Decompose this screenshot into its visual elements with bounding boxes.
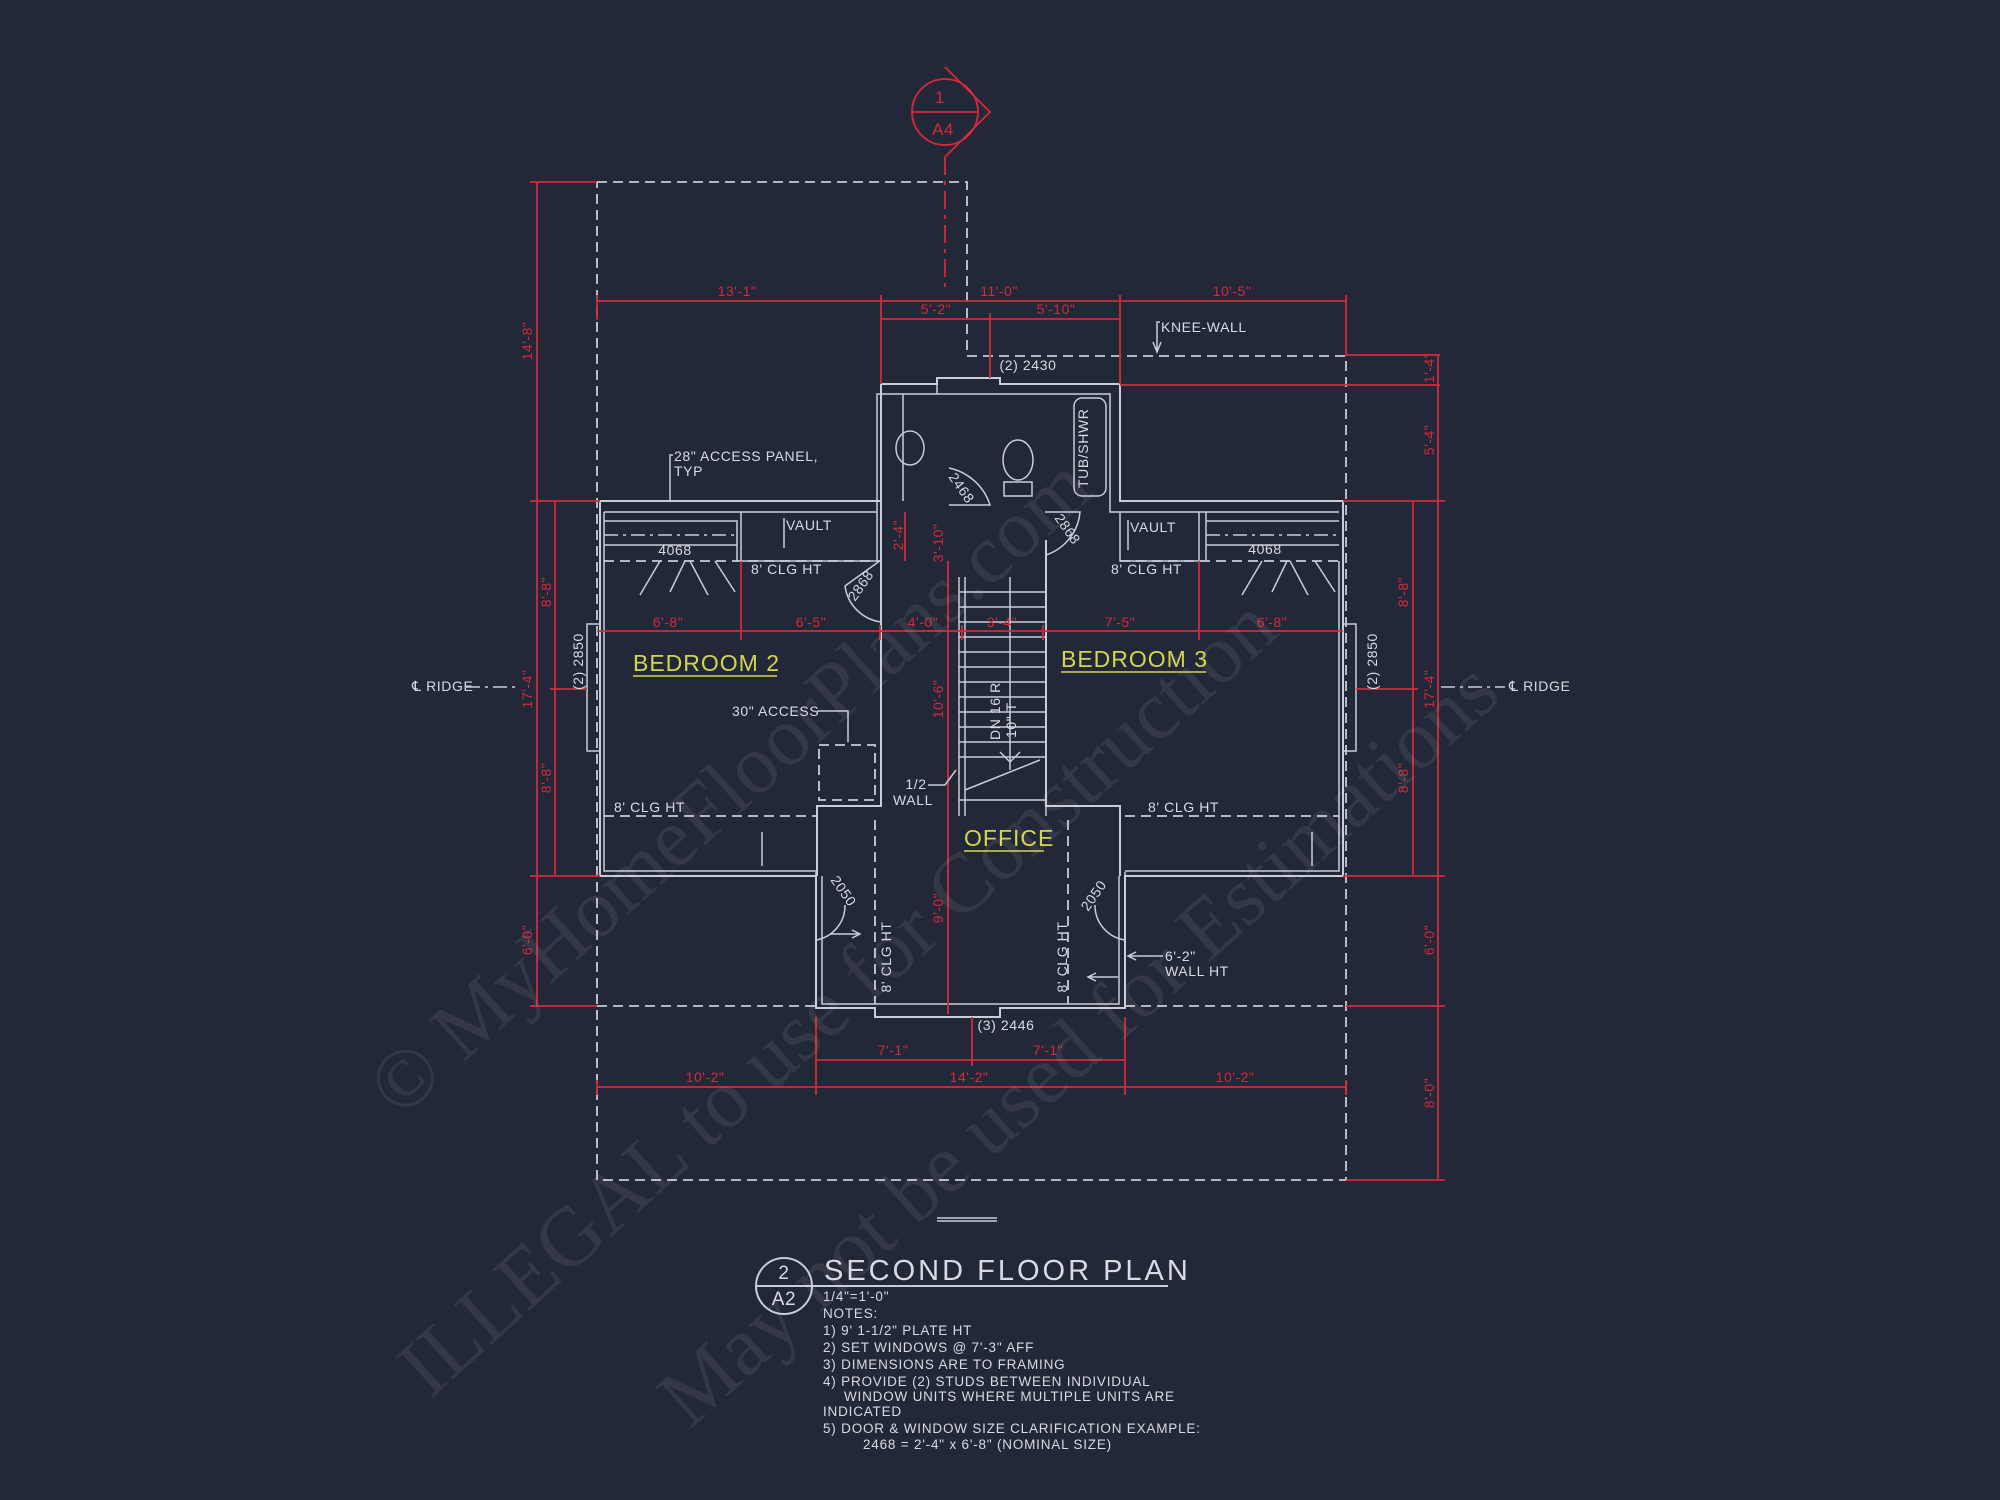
ridge-label-left: ℄ RIDGE — [411, 678, 473, 694]
wall-ht-value: 6'-2" — [1165, 948, 1196, 964]
tub-label: TUB/SHWR — [1075, 409, 1091, 488]
dim-row-1: 6'-8" — [653, 614, 683, 630]
walls: TUB/SHWR DN 16 R 10" T — [586, 377, 1357, 1018]
dim-right-4: 17'-4" — [1421, 670, 1437, 709]
dim-center-2: 3'-10" — [930, 524, 946, 563]
view-sheet: A2 — [772, 1289, 796, 1310]
note-2: 2) SET WINDOWS @ 7'-3" AFF — [823, 1340, 1034, 1355]
closet-door-label-left: 4068 — [658, 542, 692, 558]
dim-top-1: 13'-1" — [718, 283, 757, 299]
dim-right-6: 6'-0" — [1421, 925, 1437, 955]
dim-right-7: 8'-0" — [1421, 1078, 1437, 1108]
note-3: 3) DIMENSIONS ARE TO FRAMING — [823, 1357, 1065, 1372]
stair-label-2: 10" T — [1003, 702, 1019, 738]
dim-top-2: 11'-0" — [980, 283, 1018, 299]
note-5: 5) DOOR & WINDOW SIZE CLARIFICATION EXAM… — [823, 1421, 1201, 1436]
note-4-end: INDICATED — [823, 1404, 902, 1419]
section-marker: 1 A4 — [911, 66, 992, 290]
dim-bottom-3: 10'-2" — [1216, 1069, 1255, 1085]
wall-ht-label: WALL HT — [1165, 963, 1229, 979]
window-right — [1342, 623, 1357, 752]
dim-center-1: 2'-4" — [890, 520, 906, 550]
dim-right-3: 8'-8" — [1395, 577, 1411, 607]
vault-label-right: VAULT — [1130, 519, 1176, 535]
knee-wall-label: KNEE-WALL — [1161, 319, 1247, 335]
clg-ht-office-right: 8' CLG HT — [1054, 921, 1070, 992]
view-number: 2 — [778, 1263, 789, 1284]
dim-bottom-2: 14'-2" — [950, 1069, 989, 1085]
dim-left-3: 17'-4" — [519, 670, 535, 709]
dim-right-2: 5'-4" — [1421, 425, 1437, 455]
vault-label-left: VAULT — [786, 517, 832, 533]
dim-bath-1: 5'-2" — [921, 301, 951, 317]
dim-right-5: 8'-8" — [1395, 763, 1411, 793]
dim-row-4: 3'-4" — [987, 614, 1017, 630]
dimension-lines — [530, 181, 1445, 1181]
half-wall-label-2: WALL — [893, 792, 933, 808]
toilet-icon — [1002, 439, 1034, 481]
dim-center-3: 10'-6" — [930, 680, 946, 719]
office-window-label: (3) 2446 — [978, 1017, 1035, 1033]
dim-center-4: 9'-0" — [930, 893, 946, 923]
dim-right-1: 1'-4" — [1421, 353, 1437, 383]
tub-icon — [1073, 397, 1107, 497]
dim-office-2: 7'-1" — [1033, 1042, 1063, 1058]
annotations: KNEE-WALL (2) 2430 28" ACCESS PANEL, TYP… — [411, 319, 1570, 1033]
attic-access-label: 30" ACCESS — [732, 703, 819, 719]
dim-row-3: 4'-0" — [908, 614, 938, 630]
closet-door-label-right: 4068 — [1248, 541, 1282, 557]
section-sheet: A4 — [932, 120, 954, 139]
clg-ht-bed2-bottom: 8' CLG HT — [614, 799, 685, 815]
access-panel-typ: TYP — [674, 463, 703, 479]
note-5-example: 2468 = 2'-4" x 6'-8" (NOMINAL SIZE) — [863, 1437, 1112, 1452]
clg-ht-office-left: 8' CLG HT — [878, 921, 894, 992]
dim-office-1: 7'-1" — [878, 1042, 908, 1058]
dim-left-4: 8'-8" — [538, 763, 554, 793]
half-wall-label-1: 1/2 — [905, 776, 926, 792]
bath-window-label: (2) 2430 — [1000, 357, 1057, 373]
roof-outline — [596, 181, 1347, 1222]
room-bedroom-2: BEDROOM 2 — [633, 650, 780, 676]
notes-heading: NOTES: — [823, 1306, 878, 1321]
room-office: OFFICE — [964, 825, 1054, 851]
room-bedroom-3: BEDROOM 3 — [1061, 646, 1208, 672]
attic-access — [818, 744, 876, 801]
section-number: 1 — [935, 88, 945, 107]
dim-left-5: 6'-0" — [519, 925, 535, 955]
room-labels: BEDROOM 2 BEDROOM 3 OFFICE — [633, 646, 1208, 852]
dim-left-2: 8'-8" — [538, 577, 554, 607]
note-4-cont: WINDOW UNITS WHERE MULTIPLE UNITS ARE — [844, 1389, 1175, 1404]
note-4: 4) PROVIDE (2) STUDS BETWEEN INDIVIDUAL — [823, 1374, 1151, 1389]
dim-top-3: 10'-5" — [1213, 283, 1252, 299]
clg-ht-bed3-top: 8' CLG HT — [1111, 561, 1182, 577]
plan-title: SECOND FLOOR PLAN — [824, 1255, 1191, 1287]
dim-left-1: 14'-8" — [519, 322, 535, 361]
window-left — [586, 623, 601, 752]
title-block: 2 A2 SECOND FLOOR PLAN 1/4"=1'-0" NOTES:… — [755, 1255, 1201, 1452]
ridge-label-right: ℄ RIDGE — [1508, 678, 1570, 694]
window-2850-left: (2) 2850 — [570, 633, 586, 690]
clg-ht-bed3-bottom: 8' CLG HT — [1148, 799, 1219, 815]
plan-scale: 1/4"=1'-0" — [823, 1289, 889, 1304]
stair-label-1: DN 16 R — [987, 682, 1003, 740]
dimension-labels: 13'-1" 11'-0" 10'-5" 5'-2" 5'-10" 6'-8" … — [519, 283, 1437, 1108]
dim-bath-2: 5'-10" — [1037, 301, 1076, 317]
access-panel-label: 28" ACCESS PANEL, — [674, 448, 818, 464]
dim-row-2: 6'-5" — [796, 614, 826, 630]
dim-row-5: 7'-5" — [1105, 614, 1135, 630]
clg-ht-bed2-top: 8' CLG HT — [751, 561, 822, 577]
dim-row-6: 6'-8" — [1257, 614, 1287, 630]
window-2850-right: (2) 2850 — [1364, 633, 1380, 690]
note-1: 1) 9' 1-1/2" PLATE HT — [823, 1323, 972, 1338]
dim-bottom-1: 10'-2" — [686, 1069, 725, 1085]
